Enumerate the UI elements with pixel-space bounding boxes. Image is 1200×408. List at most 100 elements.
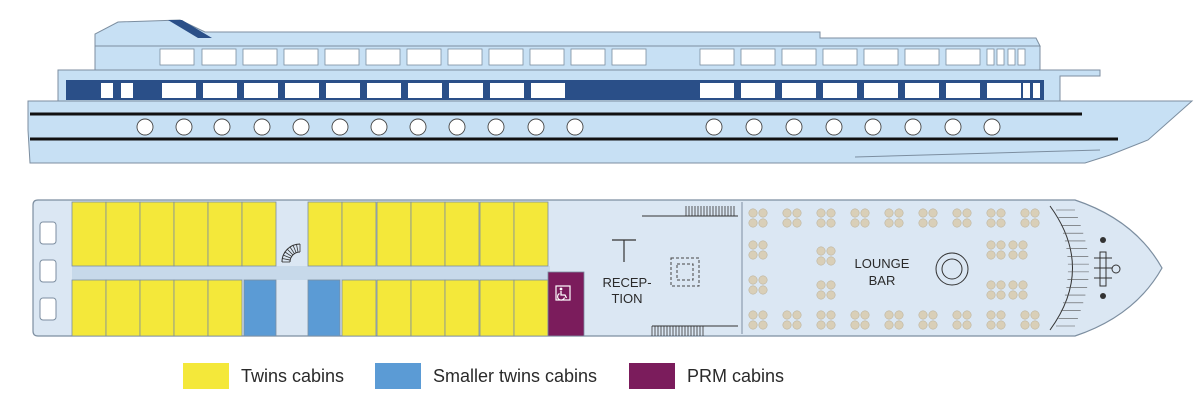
smaller-twins-cabin — [307, 279, 341, 337]
lounge-chair — [986, 280, 996, 290]
smaller-twins-cabin — [243, 279, 277, 337]
ship-diagram: RECEP- TION LOUNGE BAR — [27, 19, 1194, 337]
lounge-chair — [826, 320, 836, 330]
lounge-chair — [996, 320, 1006, 330]
twins-cabin — [376, 201, 412, 267]
upper-window — [1007, 48, 1016, 66]
lounge-chair — [952, 320, 962, 330]
lounge-chair — [1018, 280, 1028, 290]
lounge-chair — [894, 310, 904, 320]
lounge-chair — [758, 218, 768, 228]
twins-cabin — [513, 279, 549, 337]
twins-cabin — [376, 279, 412, 337]
lounge-chair — [962, 218, 972, 228]
upper-window — [529, 48, 565, 66]
lounge-chair — [782, 310, 792, 320]
upper-window — [324, 48, 360, 66]
lounge-chairs — [748, 208, 1040, 330]
stern-window — [39, 297, 57, 321]
lounge-chair — [1020, 320, 1030, 330]
lounge-chair — [816, 320, 826, 330]
stern-window — [39, 259, 57, 283]
lounge-chair — [826, 290, 836, 300]
reception-label-2: TION — [611, 291, 642, 306]
lounge-chair — [928, 218, 938, 228]
legend: Twins cabins Smaller twins cabins PRM ca… — [0, 358, 1200, 394]
spiral-step — [289, 246, 295, 254]
upper-window — [488, 48, 524, 66]
lounge-chair — [962, 208, 972, 218]
lounge-chair — [918, 320, 928, 330]
lounge-chair — [816, 290, 826, 300]
lounge-chair — [816, 310, 826, 320]
upper-window — [570, 48, 606, 66]
lounge-chair — [952, 218, 962, 228]
lounge-chair — [962, 310, 972, 320]
middle-window — [531, 83, 565, 98]
lounge-chair — [860, 320, 870, 330]
lounge-chair — [748, 275, 758, 285]
staircase-spiral — [281, 243, 301, 263]
lounge-chair — [918, 208, 928, 218]
lounge-chair — [860, 310, 870, 320]
lounge-chair — [986, 290, 996, 300]
lounge-chair — [1018, 250, 1028, 260]
twins-cabin — [307, 201, 343, 267]
lounge-chair — [928, 310, 938, 320]
legend-item-prm: PRM cabins — [629, 362, 784, 390]
porthole — [331, 118, 349, 136]
upper-window — [699, 48, 735, 66]
lounge-chair — [894, 208, 904, 218]
upper-window — [201, 48, 237, 66]
lounge-chair — [1020, 310, 1030, 320]
middle-window — [1033, 83, 1040, 98]
lounge-chair — [918, 310, 928, 320]
stern-window — [39, 221, 57, 245]
lounge-chair — [1008, 240, 1018, 250]
middle-window — [741, 83, 775, 98]
lounge-chair — [748, 218, 758, 228]
lounge-chair — [928, 208, 938, 218]
twins-cabin — [410, 279, 446, 337]
anchor-winch — [1094, 237, 1121, 299]
lounge-chair — [1030, 320, 1040, 330]
twins-cabin — [479, 279, 515, 337]
lounge-chair — [826, 310, 836, 320]
lounge-chair — [748, 208, 758, 218]
lounge-chair — [996, 240, 1006, 250]
spiral-step — [292, 245, 297, 253]
lounge-chair — [1008, 280, 1018, 290]
lounge-chair — [996, 280, 1006, 290]
side-windows — [101, 48, 1040, 98]
legend-label-prm: PRM cabins — [687, 365, 785, 386]
lounge-chair — [860, 218, 870, 228]
lounge-chair — [792, 208, 802, 218]
upper-window — [986, 48, 995, 66]
upper-window — [863, 48, 899, 66]
lounge-chair — [758, 320, 768, 330]
porthole — [983, 118, 1001, 136]
upper-window — [242, 48, 278, 66]
porthole — [253, 118, 271, 136]
deck-plan: RECEP- TION LOUNGE BAR — [32, 199, 1163, 337]
dance-floor-circle — [935, 252, 969, 286]
lounge-chair — [884, 218, 894, 228]
middle-window — [101, 83, 113, 98]
hull — [27, 100, 1194, 164]
hull-keel — [854, 149, 1101, 158]
lounge-chair — [1030, 208, 1040, 218]
ship-side-profile — [27, 19, 1194, 164]
lounge-chair — [952, 310, 962, 320]
porthole — [864, 118, 882, 136]
twins-cabin — [139, 279, 175, 337]
lounge-chair — [986, 310, 996, 320]
lounge-chair — [850, 208, 860, 218]
middle-window — [823, 83, 857, 98]
lounge-chair — [758, 310, 768, 320]
lounge-chair — [816, 246, 826, 256]
twins-cabin — [444, 279, 480, 337]
porthole — [944, 118, 962, 136]
lounge-chair — [850, 218, 860, 228]
lounge-chair — [826, 246, 836, 256]
staircase-top — [642, 206, 738, 217]
